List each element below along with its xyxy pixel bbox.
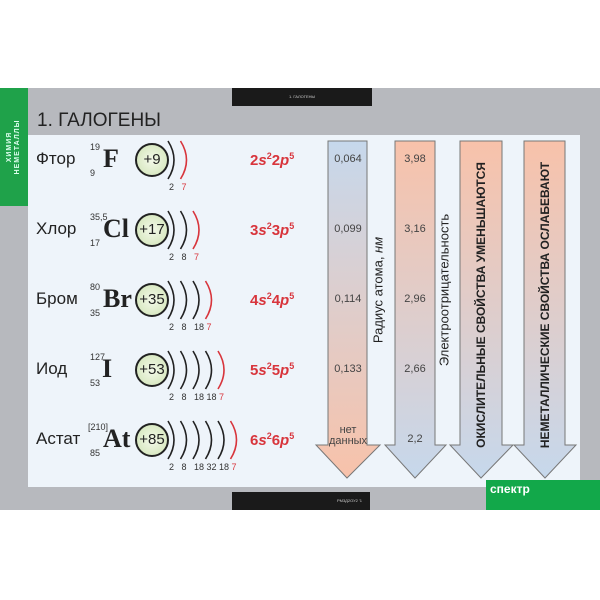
nonmetal-arrow	[512, 140, 578, 479]
electron-shell-arc	[192, 420, 200, 460]
element-symbol: F	[103, 144, 119, 173]
shell-count: 7	[206, 322, 212, 332]
shell-count: 2	[169, 392, 175, 402]
electronegativity-value: 2,66	[404, 363, 426, 375]
shell-count: 2	[169, 182, 175, 192]
nucleus: +17	[135, 213, 169, 247]
element-name: Фтор	[36, 149, 76, 168]
electron-shell-arc	[204, 350, 213, 390]
radius-value: 0,064	[334, 153, 362, 165]
electron-shell-arc	[192, 210, 200, 250]
electron-shell-arc	[204, 280, 213, 320]
nucleus: +35	[135, 283, 169, 317]
radius-value: 0,133	[334, 363, 362, 375]
shell-count: 8	[181, 322, 187, 332]
radius-value: 0,099	[334, 223, 362, 235]
shell-count: 18	[194, 322, 205, 332]
nucleus: +85	[135, 423, 169, 457]
electronegativity-value: 2,2	[407, 433, 423, 445]
atomic-mass: 19	[90, 142, 101, 152]
radius-label: Радиус атома, нм	[370, 236, 386, 344]
element-name: Астат	[36, 429, 81, 448]
shell-count: 32	[206, 462, 217, 472]
shell-count: 18	[206, 392, 217, 402]
shell-count: 2	[169, 462, 175, 472]
electron-shell-arc	[179, 210, 188, 250]
shell-count: 8	[181, 462, 187, 472]
top-tab: 1. ГАЛОГЕНЫ	[232, 88, 372, 106]
radius-value: 0,114	[334, 293, 362, 305]
oxidizing-arrow	[448, 140, 515, 479]
radius-arrow	[314, 140, 382, 479]
electronegativity-arrow	[383, 140, 448, 479]
atomic-number: 53	[90, 378, 101, 388]
page-title: 1. ГАЛОГЕНЫ	[37, 110, 161, 131]
atomic-number: 17	[90, 238, 101, 248]
shell-count: 7	[231, 462, 237, 472]
nonmetal-label: НЕМЕТАЛЛИЧЕСКИЕ СВОЙСТВА ОСЛАБЕВАЮТ	[538, 161, 552, 449]
oxidizing-label: ОКИСЛИТЕЛЬНЫЕ СВОЙСТВА УМЕНЬШАЮТСЯ	[474, 162, 488, 448]
electron-shell-arc	[167, 210, 175, 250]
atomic-mass: 35,5	[90, 212, 108, 222]
bottom-tab: РМ3Д2ОУ2 '1	[232, 492, 370, 510]
element-name: Бром	[36, 289, 78, 308]
electron-shell-arc	[229, 420, 238, 460]
electron-shell-arc	[204, 420, 213, 460]
element-name: Иод	[36, 359, 68, 378]
electronegativity-label: Электроотрицательность	[436, 213, 452, 367]
shell-count: 18	[219, 462, 230, 472]
atomic-number: 35	[90, 308, 101, 318]
electron-shell-arc	[217, 420, 225, 460]
element-symbol: Br	[103, 284, 132, 313]
element-symbol: Cl	[103, 214, 129, 243]
shell-count: 2	[169, 252, 175, 262]
nucleus: +53	[135, 353, 169, 387]
electron-config: 3s23p5	[250, 221, 295, 239]
electronegativity-value: 3,98	[404, 153, 426, 165]
electron-shell-arc	[192, 280, 200, 320]
atomic-mass: 80	[90, 282, 101, 292]
shell-count: 8	[181, 392, 187, 402]
logo: спектр	[486, 480, 600, 510]
electron-shell-arc	[179, 420, 188, 460]
shell-count: 7	[181, 182, 187, 192]
nucleus: +9	[135, 143, 169, 177]
electron-config: 5s25p5	[250, 361, 295, 379]
electron-shell-arc	[179, 280, 188, 320]
electronegativity-value: 3,16	[404, 223, 426, 235]
atomic-number: 85	[90, 448, 101, 458]
shell-count: 7	[219, 392, 225, 402]
electron-config: 6s26p5	[250, 431, 295, 449]
shell-count: 18	[194, 392, 205, 402]
electron-config: 2s22p5	[250, 151, 295, 169]
electron-shell-arc	[179, 350, 188, 390]
element-symbol: At	[103, 424, 131, 453]
shell-count: 2	[169, 322, 175, 332]
electron-shell-arc	[192, 350, 200, 390]
shell-count: 7	[194, 252, 200, 262]
atomic-mass: 127	[90, 352, 106, 362]
electron-shell-arc	[167, 280, 175, 320]
shell-count: 8	[181, 252, 187, 262]
electron-shell-arc	[179, 140, 188, 180]
atomic-mass: [210]	[88, 422, 109, 432]
element-symbol: I	[102, 354, 113, 383]
radius-value: нет данных	[328, 424, 368, 447]
electron-shell-arc	[167, 420, 175, 460]
shell-count: 18	[194, 462, 205, 472]
electron-shell-arc	[167, 350, 175, 390]
element-name: Хлор	[36, 219, 77, 238]
electron-shell-arc	[167, 140, 175, 180]
side-tab: ХИМИЯ НЕМЕТАЛЛЫ	[0, 88, 28, 206]
electron-shell-arc	[217, 350, 225, 390]
electron-config: 4s24p5	[250, 291, 295, 309]
atomic-number: 9	[90, 168, 96, 178]
electronegativity-value: 2,96	[404, 293, 426, 305]
